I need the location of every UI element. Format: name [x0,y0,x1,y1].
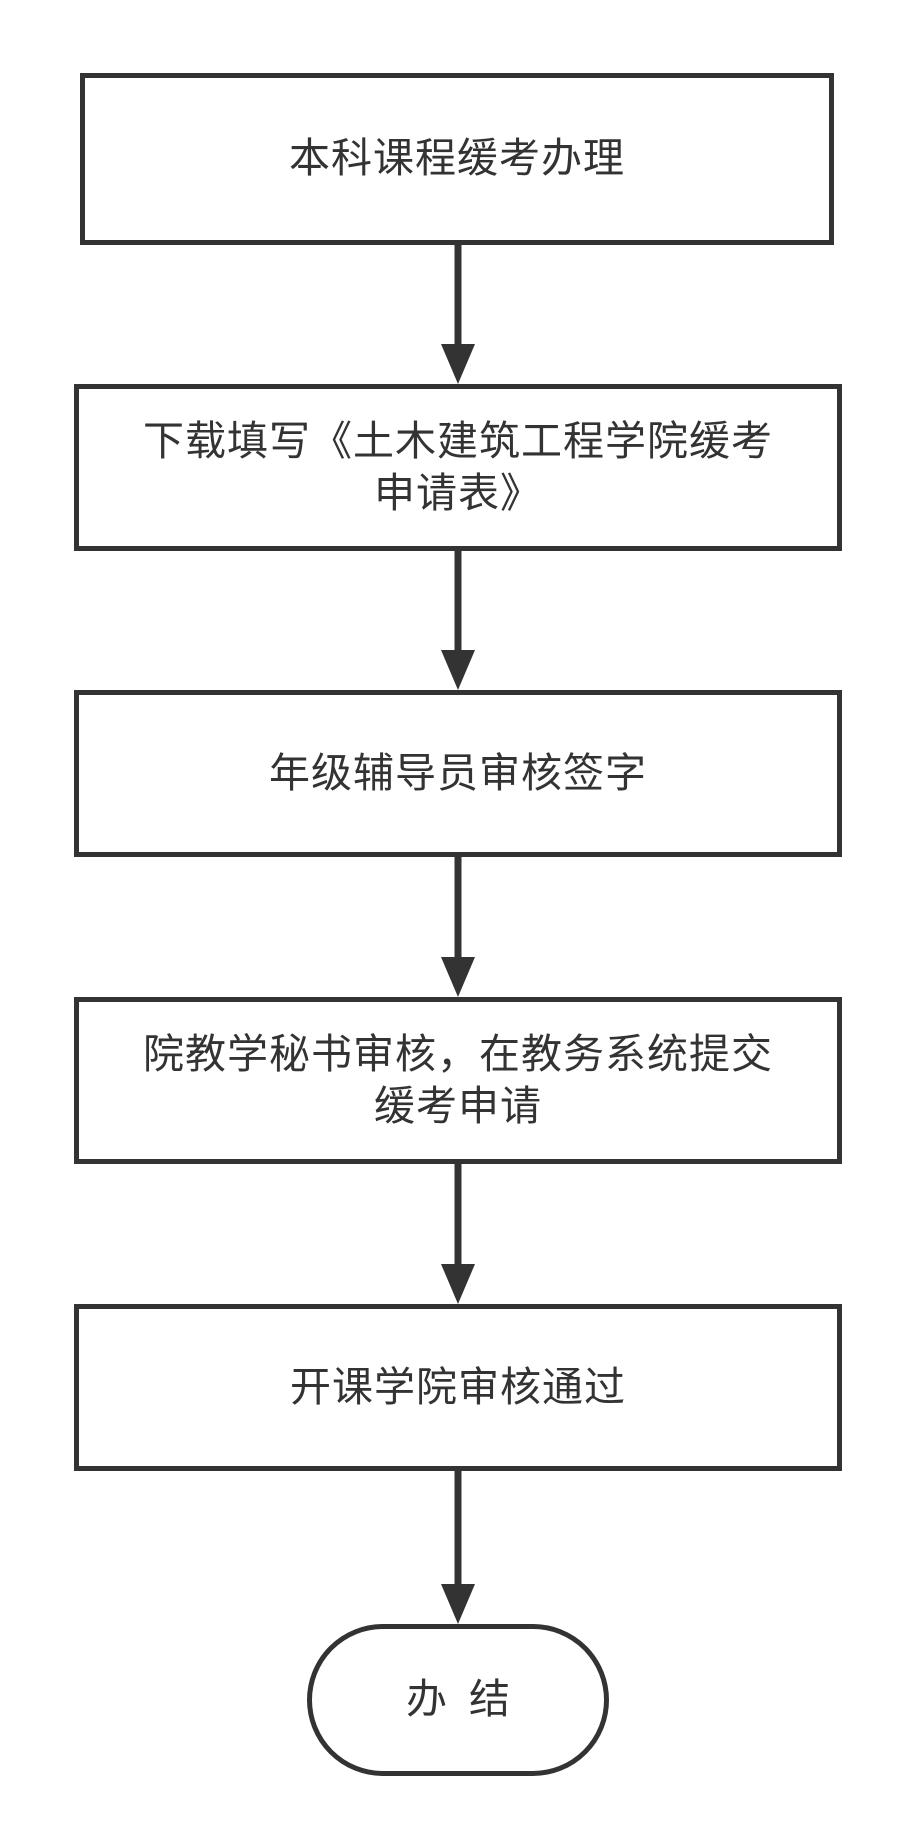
flow-step-college-approval: 开课学院审核通过 [74,1304,842,1471]
arrow-1-to-2 [441,245,475,384]
flow-end-terminator: 办结 [307,1624,609,1776]
flow-step-label: 院教学秘书审核，在教务系统提交 缓考申请 [143,1030,773,1130]
flow-end-label: 办结 [406,1675,532,1724]
arrow-head [441,650,475,690]
arrow-4-to-5 [441,1164,475,1304]
flow-step-label: 本科课程缓考办理 [289,134,625,183]
arrow-2-to-3 [441,551,475,690]
flow-step-label: 年级辅导员审核签字 [269,748,647,797]
arrow-head [441,1584,475,1624]
flow-step-download-form: 下载填写《土木建筑工程学院缓考 申请表》 [74,384,842,551]
flow-step-counselor-review: 年级辅导员审核签字 [74,690,842,857]
arrow-head [441,957,475,997]
arrow-5-to-end [441,1471,475,1624]
arrow-3-to-4 [441,857,475,997]
flow-step-label: 下载填写《土木建筑工程学院缓考 申请表》 [143,417,773,517]
flow-step-secretary-review: 院教学秘书审核，在教务系统提交 缓考申请 [74,997,842,1164]
flow-step-deferral-handling: 本科课程缓考办理 [80,73,834,245]
arrow-head [441,344,475,384]
flow-step-label: 开课学院审核通过 [290,1362,626,1411]
arrow-head [441,1264,475,1304]
